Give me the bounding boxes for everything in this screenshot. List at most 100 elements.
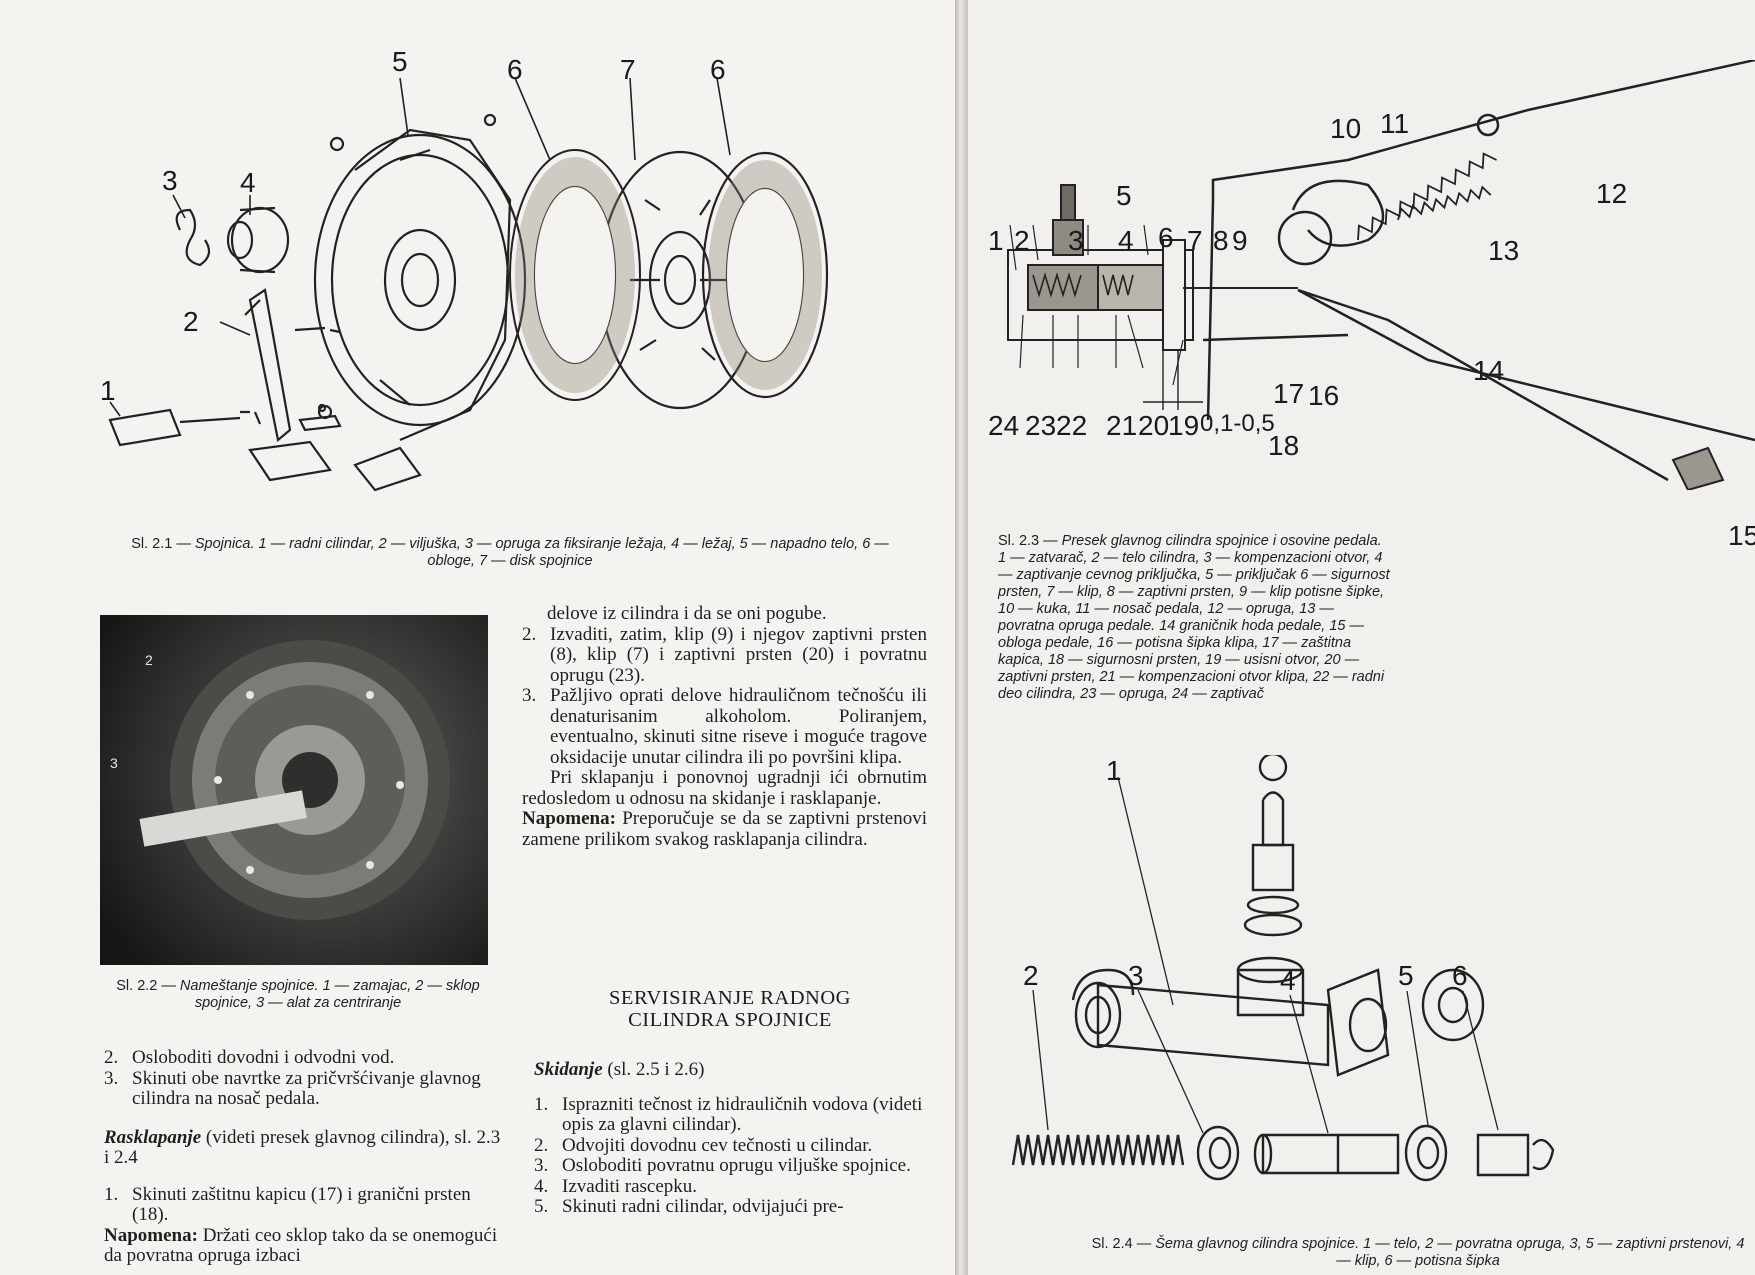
- step-text: Skinuti zaštitnu kapicu (17) i granični …: [132, 1183, 471, 1225]
- skidanje-section: Skidanje (sl. 2.5 i 2.6) 1. Isprazniti te…: [534, 1059, 934, 1218]
- fig23-callout-10: 10: [1330, 113, 1362, 144]
- step-item: 2.Izvaditi, zatim, klip (9) i njegov zap…: [522, 623, 927, 687]
- step-number: 3.: [522, 685, 537, 706]
- fig24-callout-2: 2: [1023, 960, 1039, 991]
- figure-2-4-caption: Sl. 2.4 — Šema glavnog cilindra spojnice…: [1088, 1236, 1748, 1270]
- step-number: 2.: [104, 1047, 119, 1068]
- figure-2-2-caption-lead: Sl. 2.2 —: [116, 978, 180, 994]
- fig21-callout-3: 3: [162, 165, 178, 196]
- section-heading: SERVISIRANJE RADNOG CILINDRA SPOJNICE: [560, 987, 900, 1031]
- figure-2-3-caption-lead: Sl. 2.3 —: [998, 533, 1062, 549]
- step-text: Skinuti radni cilindar, odvijajući pre-: [562, 1196, 844, 1217]
- fig23-callout-dimension: 0,1-0,5: [1200, 410, 1275, 437]
- right-page: 1 2 3 4 5 6 7 8 9 10 11 12 13 24 23 22 2…: [968, 0, 1755, 1275]
- clutch-drawing: [108, 77, 829, 492]
- step-number: 3.: [534, 1155, 549, 1176]
- skidanje-title: Skidanje: [534, 1059, 603, 1080]
- step-text: Pažljivo oprati delove hidrauličnom tečn…: [550, 685, 927, 768]
- clutch-photo-illustration: [139, 640, 450, 920]
- section-heading-line1: SERVISIRANJE RADNOG: [609, 987, 851, 1009]
- rasklapanje-ref: (videti presek glavnog cilindra), sl. 2.…: [104, 1126, 501, 1168]
- rasklapanje-title-line: Rasklapanje (videti presek glavnog cilin…: [104, 1126, 504, 1169]
- fig23-callout-1: 1: [988, 225, 1004, 256]
- fig21-callout-4: 4: [240, 167, 256, 198]
- section-heading-line2: CILINDRA SPOJNICE: [628, 1009, 832, 1031]
- step-number: 2.: [534, 1134, 549, 1156]
- fig21-callout-2: 2: [183, 306, 199, 337]
- photo-label-2: 2: [145, 652, 153, 668]
- fig23-callout-24: 24: [988, 410, 1020, 441]
- master-cylinder-drawing: [1007, 60, 1755, 490]
- step-text: Izvaditi, zatim, klip (9) i njegov zapti…: [550, 623, 927, 686]
- fig23-callout-21: 21: [1106, 410, 1138, 441]
- step-item: 2. Osloboditi dovodni i odvodni vod.: [104, 1047, 504, 1069]
- left-page: 5 6 7 6 3 4 2 1 Sl. 2.1 — Spojnica. 1 — …: [0, 0, 955, 1275]
- figure-2-1-caption-text: Spojnica. 1 — radni cilindar, 2 — viljuš…: [194, 536, 889, 569]
- reassembly-paragraph: Pri sklapanju i ponovnoj ugradnji ići ob…: [522, 767, 927, 809]
- fig23-callout-8: 8: [1213, 225, 1229, 256]
- step-text: Osloboditi povratnu oprugu viljuške spoj…: [562, 1155, 911, 1176]
- step-number: 3.: [104, 1067, 119, 1089]
- note-paragraph: Napomena: Preporučuje se da se zaptivni …: [522, 808, 927, 850]
- fig23-callout-6: 6: [1158, 222, 1174, 253]
- fig24-callout-3: 3: [1128, 960, 1144, 991]
- rasklapanje-title: Rasklapanje: [104, 1126, 202, 1148]
- fig23-callout-11: 11: [1380, 108, 1410, 139]
- fig23-callout-14: 14: [1473, 355, 1505, 386]
- right-column-upper-text: delove iz cilindra i da se oni pogube. 2…: [522, 603, 927, 850]
- step-number: 4.: [534, 1175, 549, 1197]
- note-label: Napomena:: [104, 1224, 198, 1246]
- step-item: 4.Izvaditi rascepku.: [534, 1175, 934, 1198]
- fig21-callout-6b: 6: [710, 54, 726, 85]
- fig23-callout-3: 3: [1068, 225, 1084, 256]
- fig23-callout-5: 5: [1116, 180, 1132, 211]
- fig23-callout-9: 9: [1232, 225, 1248, 256]
- step-item: 1. Isprazniti tečnost iz hidrauličnih vod…: [534, 1093, 934, 1136]
- step-number: 1.: [104, 1183, 119, 1205]
- fig23-callout-18: 18: [1268, 430, 1300, 461]
- step-item: 5. Skinuti radni cilindar, odvijajući pre…: [534, 1196, 934, 1218]
- fig23-callout-16: 16: [1308, 380, 1340, 411]
- step-item: 3. Pažljivo oprati delove hidrauličnom te…: [522, 685, 927, 768]
- note-text: Preporučuje se da se zaptivni prstenovi …: [522, 808, 927, 850]
- note-label: Napomena:: [522, 808, 616, 829]
- skidanje-title-line: Skidanje (sl. 2.5 i 2.6): [534, 1059, 934, 1081]
- fig24-callout-5: 5: [1398, 960, 1414, 991]
- book-gutter: [955, 0, 968, 1275]
- figure-2-4-master-cylinder-exploded: 1 2 3 4 5 6: [1008, 755, 1755, 1240]
- fig21-callout-5: 5: [392, 46, 408, 77]
- skidanje-ref: (sl. 2.5 i 2.6): [602, 1059, 705, 1080]
- step-number: 1.: [534, 1093, 549, 1115]
- figure-2-2-caption: Sl. 2.2 — Nameštanje spojnice. 1 — zamaj…: [98, 978, 498, 1012]
- note-text: Držati ceo sklop tako da se onemogući da…: [104, 1224, 498, 1266]
- fig23-callout-19: 19: [1168, 410, 1200, 441]
- figure-2-3-caption-text: Presek glavnog cilindra spojnice i osovi…: [998, 533, 1390, 702]
- step-item: 3. Osloboditi povratnu oprugu viljuške sp…: [534, 1155, 934, 1177]
- fig23-callout-2: 2: [1014, 225, 1030, 256]
- figure-2-4-caption-lead: Sl. 2.4 —: [1091, 1236, 1156, 1252]
- step-text: Isprazniti tečnost iz hidrauličnih vodov…: [562, 1093, 923, 1135]
- step-number: 5.: [534, 1196, 549, 1217]
- step-text: Osloboditi dovodni i odvodni vod.: [132, 1047, 395, 1068]
- continuation-text: delove iz cilindra i da se oni pogube.: [547, 603, 827, 624]
- figure-2-4-caption-text: Šema glavnog cilindra spojnice. 1 — telo…: [1155, 1236, 1745, 1269]
- fig23-callout-7: 7: [1187, 225, 1203, 256]
- master-cylinder-parts-drawing: [1011, 755, 1555, 1182]
- figure-2-3-caption: Sl. 2.3 — Presek glavnog cilindra spojni…: [998, 533, 1393, 703]
- figure-2-2-caption-text: Nameštanje spojnice. 1 — zamajac, 2 — sk…: [179, 978, 480, 1011]
- fig23-callout-15: 15: [1728, 520, 1755, 551]
- fig21-callout-6a: 6: [507, 54, 523, 85]
- fig24-callout-6: 6: [1452, 960, 1468, 991]
- figure-2-1-caption-lead: Sl. 2.1 —: [131, 536, 195, 552]
- left-column-lower-text: 2.Osloboditi dovodni i odvodni vod. 3.Sk…: [104, 1047, 504, 1267]
- photo-label-3: 3: [110, 755, 118, 771]
- note-paragraph: Napomena: Držati ceo sklop tako da se on…: [104, 1224, 504, 1267]
- fig23-callout-13: 13: [1488, 235, 1520, 266]
- step-item: 1. Skinuti zaštitnu kapicu (17) i graničn…: [104, 1183, 504, 1226]
- figure-2-2-photo: 2 3: [100, 615, 488, 965]
- fig23-callout-12: 12: [1596, 178, 1628, 209]
- step-item: 3.Skinuti obe navrtke za pričvršćivanje …: [104, 1067, 504, 1110]
- fig21-callout-1: 1: [100, 375, 116, 406]
- fig21-callout-7: 7: [620, 54, 636, 85]
- fig24-callout-4: 4: [1280, 965, 1296, 996]
